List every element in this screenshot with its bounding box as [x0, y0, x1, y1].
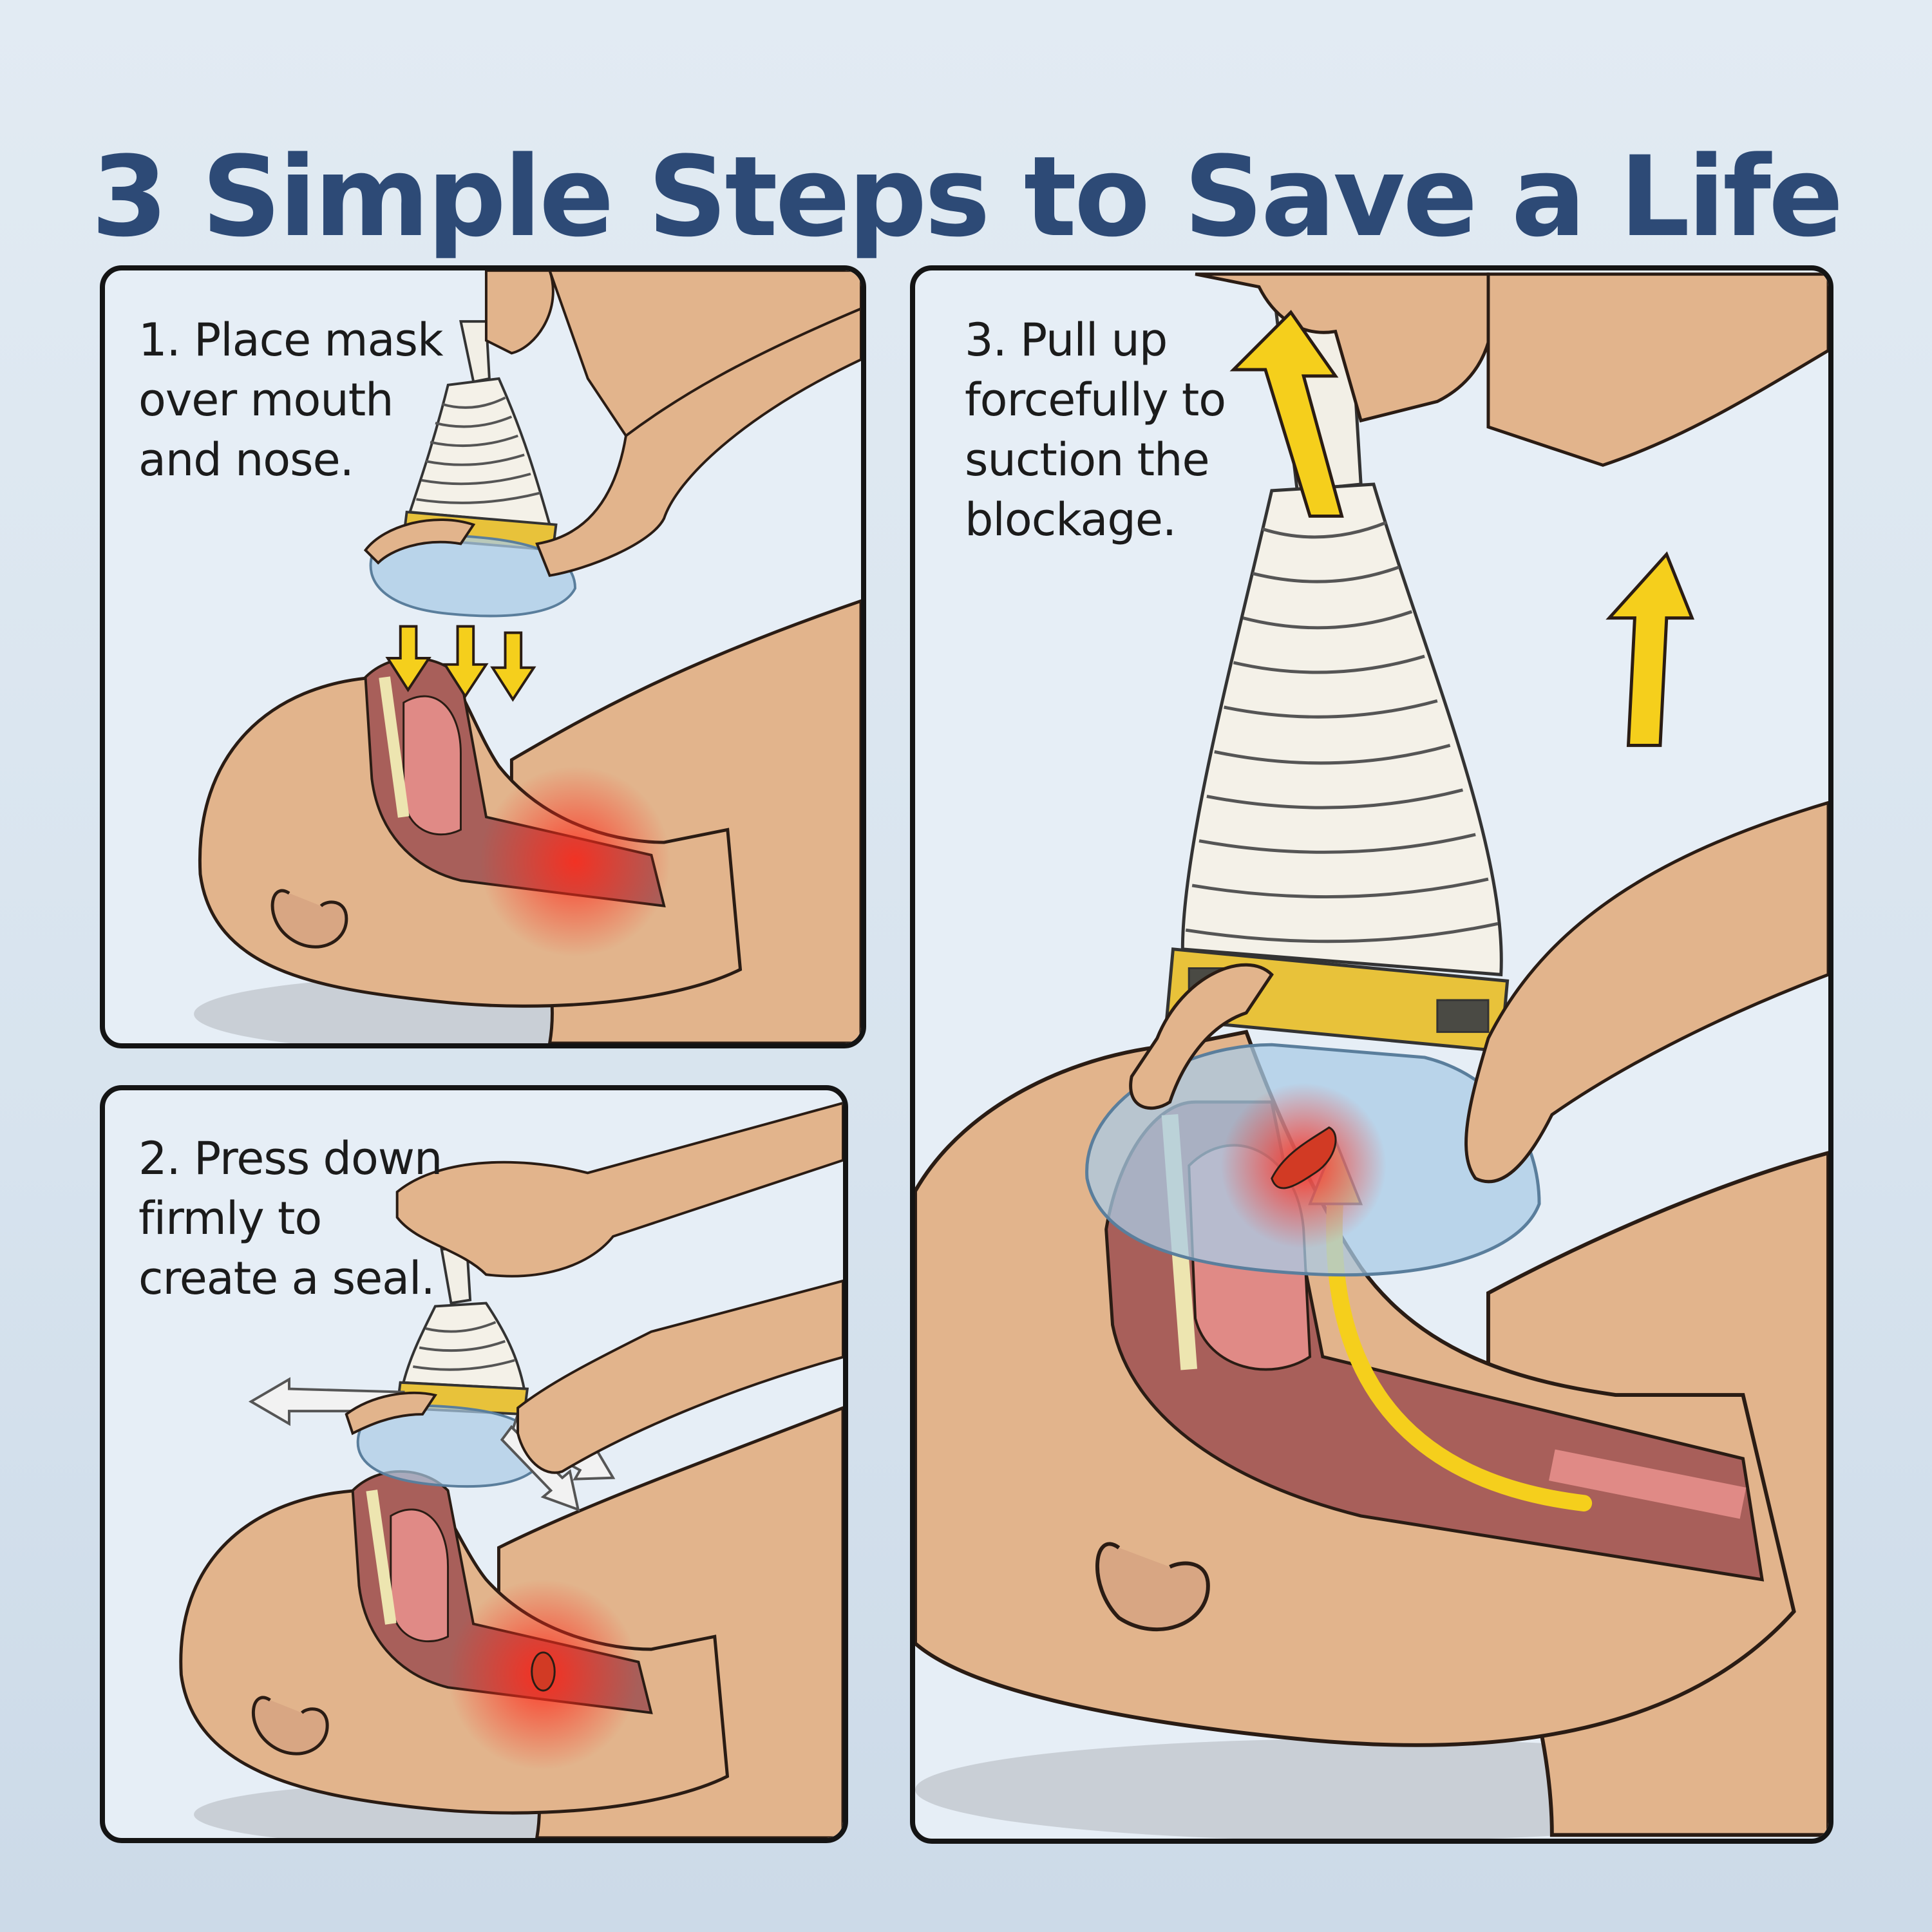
step-2-illustration [179, 1101, 843, 1838]
step-1-illustration [194, 270, 861, 1043]
step-1-caption: 1. Place mask over mouth and nose. [138, 310, 443, 490]
step-3-caption-line: blockage. [965, 493, 1177, 546]
step-2-caption-line: create a seal. [138, 1252, 435, 1305]
step-1-caption-line: over mouth [138, 374, 394, 426]
step-2-panel: 2. Press down firmly to create a seal. [100, 1085, 848, 1843]
step-3-caption-line: forcefully to [965, 374, 1226, 426]
step-2-caption: 2. Press down firmly to create a seal. [138, 1129, 442, 1309]
step-3-caption: 3. Pull up forcefully to suction the blo… [965, 310, 1226, 550]
page-title: 3 Simple Steps to Save a Life [91, 132, 1843, 262]
step-3-panel: 3. Pull up forcefully to suction the blo… [910, 265, 1833, 1844]
step-1-panel: 1. Place mask over mouth and nose. [100, 265, 866, 1048]
step-3-caption-line: 3. Pull up [965, 314, 1168, 366]
step-2-caption-line: firmly to [138, 1192, 322, 1245]
step-1-caption-line: and nose. [138, 433, 354, 486]
step-3-caption-line: suction the [965, 433, 1210, 486]
step-3-illustration [915, 272, 1828, 1839]
step-2-caption-line: 2. Press down [138, 1132, 442, 1185]
step-1-caption-line: 1. Place mask [138, 314, 443, 366]
